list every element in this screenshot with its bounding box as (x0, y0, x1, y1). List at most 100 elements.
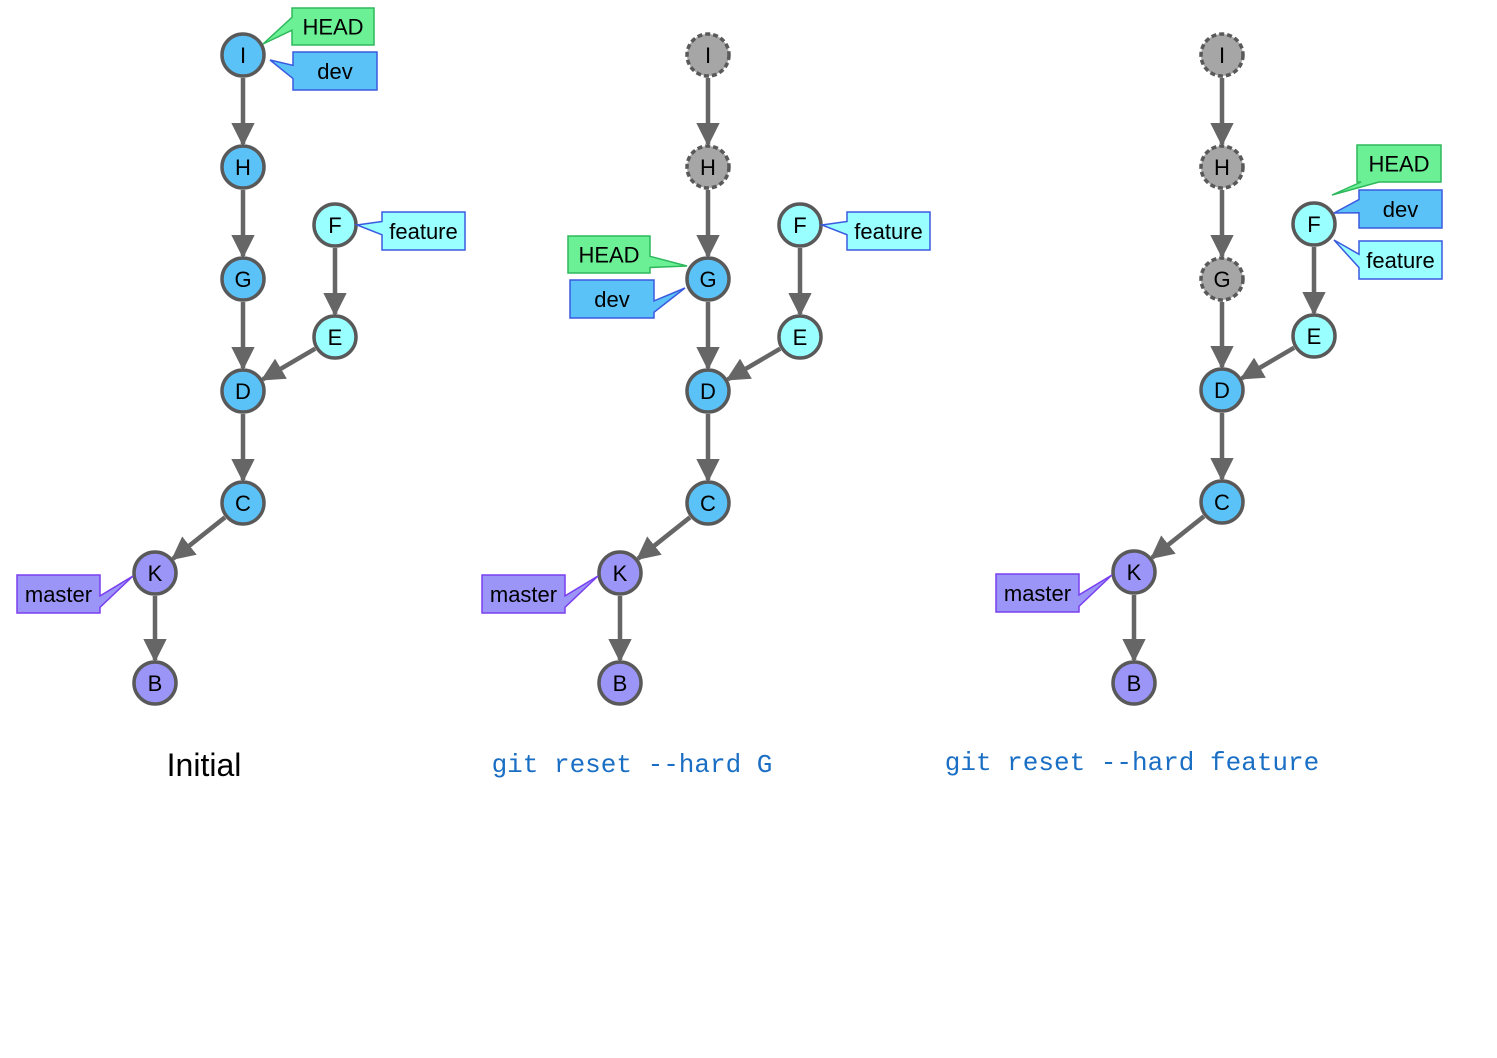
commit-node-i: I (685, 32, 731, 78)
ref-callout-shape (1333, 239, 1443, 280)
commit-label: C (700, 491, 716, 516)
commit-label: H (1214, 155, 1230, 180)
commit-node-h: H (220, 144, 266, 190)
ref-callout-shape (569, 279, 686, 319)
commit-circle (1111, 660, 1157, 706)
commit-node-e: E (777, 314, 823, 360)
ref-label-dev: dev (1333, 189, 1443, 229)
commit-label: K (148, 561, 163, 586)
ref-labels: HEAD dev feature master (995, 144, 1443, 613)
commit-node-g: G (685, 256, 731, 302)
ref-labels: HEAD dev feature master (16, 7, 466, 614)
commit-circle (685, 256, 731, 302)
commit-circle (685, 480, 731, 526)
commit-node-f: F (1291, 201, 1337, 247)
commit-node-b: B (1111, 660, 1157, 706)
edge-e-to-d (725, 346, 782, 382)
commit-label: B (613, 671, 628, 696)
commit-label: F (1307, 212, 1320, 237)
commit-circle (220, 480, 266, 526)
commit-circle (1199, 479, 1245, 525)
ref-labels: HEAD dev feature master (481, 211, 931, 614)
ref-label-feature: feature (354, 211, 466, 251)
ref-callout-shape (481, 574, 599, 614)
edge-e-to-d (260, 346, 317, 382)
commit-label: C (235, 491, 251, 516)
commit-node-e: E (312, 314, 358, 360)
ref-label-feature: feature (819, 211, 931, 251)
commit-label: D (235, 379, 251, 404)
commit-node-e: E (1291, 313, 1337, 359)
commit-label: H (235, 155, 251, 180)
ref-name: dev (317, 59, 352, 84)
ref-name: dev (594, 287, 629, 312)
ref-callout-shape (1331, 144, 1442, 196)
ref-label-master: master (995, 573, 1113, 613)
ref-label-dev: dev (569, 279, 686, 319)
commit-node-h: H (1199, 144, 1245, 190)
commit-node-h: H (685, 144, 731, 190)
ref-label-dev: dev (269, 51, 378, 91)
commit-label: K (1127, 560, 1142, 585)
ref-label-head: HEAD (262, 7, 375, 46)
commit-node-c: C (220, 480, 266, 526)
commit-circle (777, 314, 823, 360)
commit-label: G (1213, 267, 1230, 292)
ref-name: feature (854, 219, 923, 244)
commit-label: F (793, 213, 806, 238)
commit-label: D (1214, 378, 1230, 403)
ref-name: master (490, 582, 557, 607)
commit-node-d: D (1199, 367, 1245, 413)
panel-caption: git reset --hard G (492, 750, 773, 780)
commit-node-c: C (1199, 479, 1245, 525)
commit-circle (1291, 201, 1337, 247)
ref-callout-shape (354, 211, 466, 251)
commit-circle (685, 144, 731, 190)
edge-c-to-k (171, 515, 227, 561)
commit-circle (132, 550, 178, 596)
panel-reset-hard-feature: I H G F E D C K B HEAD dev feature master git reset… (945, 32, 1443, 778)
commit-circle (597, 660, 643, 706)
commit-label: I (1219, 43, 1225, 68)
commit-circle (1111, 549, 1157, 595)
commit-circle (685, 368, 731, 414)
commit-circle (685, 32, 731, 78)
commit-label: B (1127, 671, 1142, 696)
ref-name: HEAD (1368, 152, 1429, 177)
commit-circle (220, 32, 266, 78)
ref-label-master: master (481, 574, 599, 614)
commit-label: B (148, 671, 163, 696)
ref-name: feature (1366, 248, 1435, 273)
commit-label: D (700, 379, 716, 404)
commit-node-c: C (685, 480, 731, 526)
ref-label-head: HEAD (567, 235, 688, 274)
commit-circle (1199, 367, 1245, 413)
commit-circle (220, 256, 266, 302)
ref-name: dev (1383, 197, 1418, 222)
commit-node-k: K (132, 550, 178, 596)
commit-label: F (328, 213, 341, 238)
ref-label-master: master (16, 574, 134, 614)
commit-label: G (234, 267, 251, 292)
commit-nodes: I H G F E D C K B (1111, 32, 1337, 706)
ref-callout-shape (995, 573, 1113, 613)
edge-c-to-k (636, 515, 692, 561)
commit-node-g: G (1199, 256, 1245, 302)
commit-node-k: K (1111, 549, 1157, 595)
edge-e-to-d (1239, 345, 1296, 381)
commit-label: E (793, 325, 808, 350)
commit-circle (220, 144, 266, 190)
commit-label: I (705, 43, 711, 68)
commit-node-d: D (685, 368, 731, 414)
ref-name: HEAD (578, 243, 639, 268)
ref-callout-shape (269, 51, 378, 91)
commit-edges (608, 78, 812, 663)
panel-caption: git reset --hard feature (945, 748, 1319, 778)
commit-label: I (240, 43, 246, 68)
commit-node-f: F (312, 202, 358, 248)
commit-edges (1122, 78, 1326, 663)
ref-callout-shape (1333, 189, 1443, 229)
